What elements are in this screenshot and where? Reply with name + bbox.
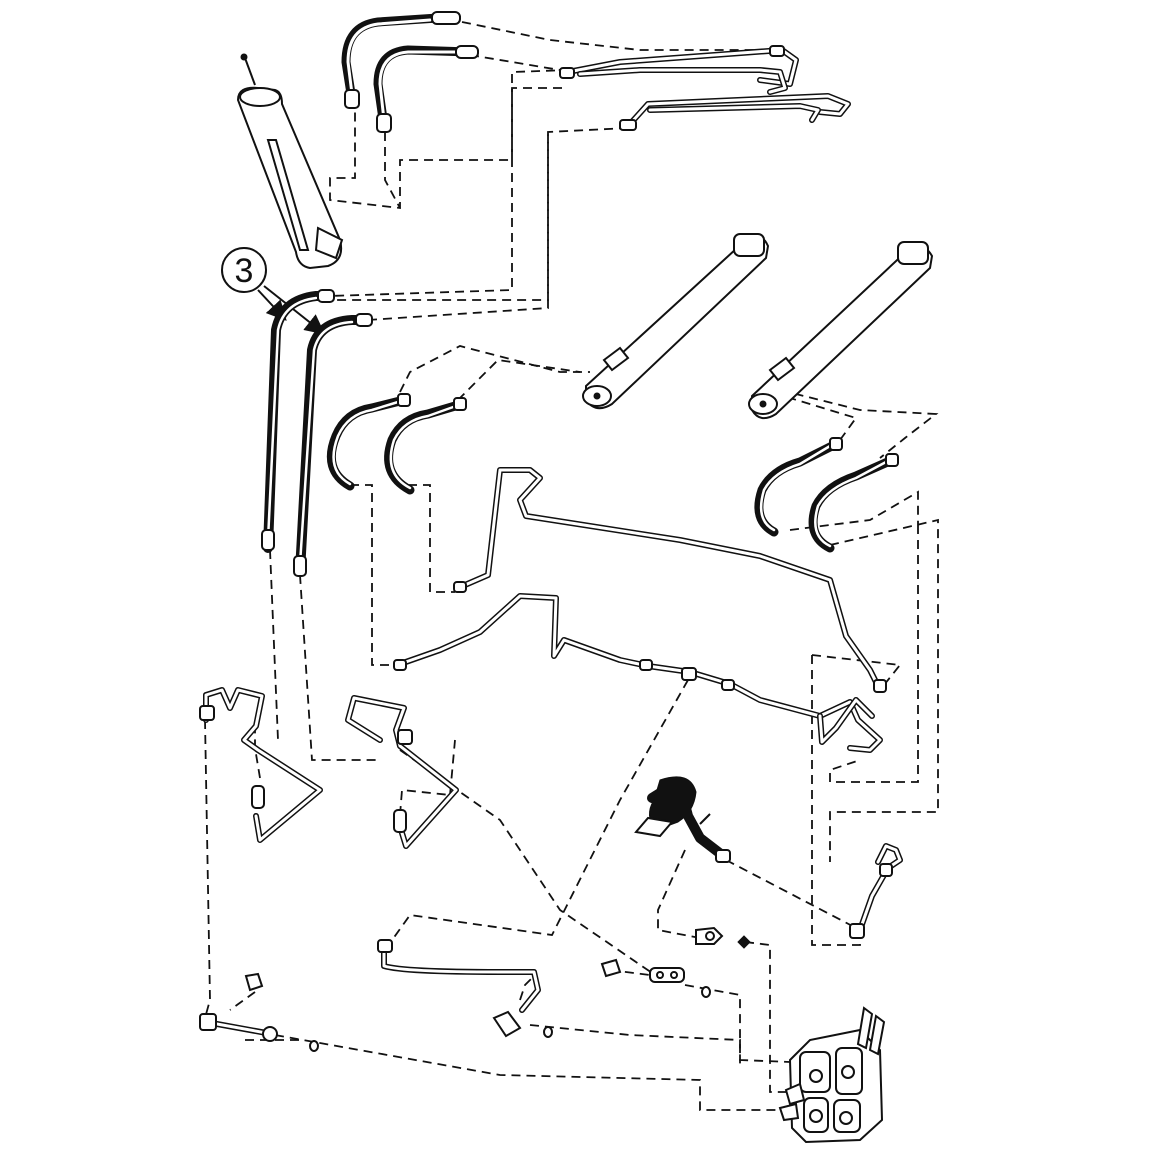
long-hose-pair-part-3 (261, 289, 373, 577)
left-bent-tubes (199, 687, 459, 849)
bottom-fittings (199, 926, 751, 1052)
middle-long-tubes (393, 467, 887, 753)
callout-3: 3 (221, 247, 326, 335)
cylinder-feed-hoses (326, 393, 899, 553)
boom-cylinder-right (748, 241, 934, 420)
top-hose-pair (341, 11, 479, 133)
callout-label: 3 (235, 252, 254, 290)
top-steel-tubes (559, 45, 851, 131)
upper-left-cylinder (236, 53, 344, 270)
boom-cylinder-left (582, 233, 770, 410)
short-hose-with-clamp (634, 776, 903, 939)
control-valve-icon (778, 1006, 886, 1144)
